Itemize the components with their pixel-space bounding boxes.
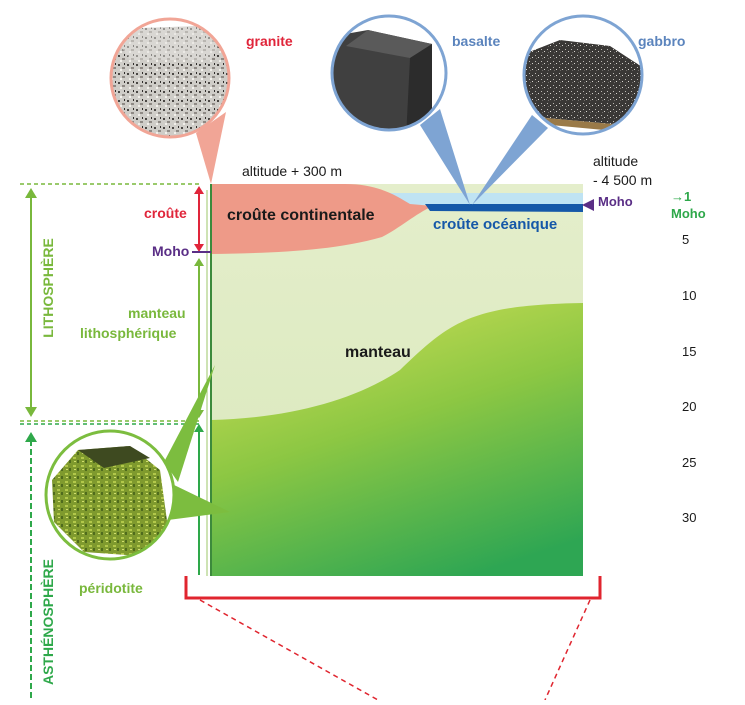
- depth-tick-20: 20: [682, 399, 696, 414]
- depth-tick-15: 15: [682, 344, 696, 359]
- crust-label-left: croûte: [144, 205, 187, 221]
- depth-tick-30: 30: [682, 510, 696, 525]
- depth-tick-5: 5: [682, 232, 689, 247]
- depth-tick-25: 25: [682, 455, 696, 470]
- ocean-altitude-label-line2: - 4 500 m: [593, 172, 652, 188]
- depth-top-marker: →1: [671, 189, 691, 204]
- depth-moho-label: Moho: [671, 206, 706, 221]
- basalt-label: basalte: [452, 33, 500, 49]
- moho-pointer-right: [582, 199, 594, 211]
- cross-section: [206, 184, 583, 576]
- gabbro-callout: [472, 14, 644, 205]
- lithospheric-mantle-label-line1: manteau: [128, 305, 186, 321]
- basalt-pointer: [420, 109, 470, 205]
- granite-pointer: [196, 112, 226, 184]
- granite-callout: [109, 17, 231, 184]
- peridotite-pointer-lower: [168, 484, 230, 520]
- ocean-altitude-label-line1: altitude: [593, 153, 638, 169]
- continental-crust-layer: [211, 184, 433, 254]
- moho-label-left: Moho: [152, 243, 189, 259]
- continental-crust-label: croûte continentale: [227, 207, 375, 224]
- peridotite-pointer-upper: [164, 365, 215, 482]
- oceanic-crust-layer: [425, 204, 583, 212]
- zoom-bracket: [184, 576, 602, 701]
- moho-label-right: Moho: [598, 194, 633, 209]
- ocean-layer: [390, 193, 583, 205]
- basalt-rock-image: [332, 30, 432, 130]
- basalt-callout: [330, 14, 470, 205]
- granite-label: granite: [246, 33, 293, 49]
- peridotite-callout: [44, 365, 230, 561]
- gabbro-pointer: [472, 115, 548, 205]
- continent-altitude-label: altitude + 300 m: [242, 163, 342, 179]
- asthenosphere-label: ASTHÉNOSPHÈRE: [40, 559, 56, 685]
- mantle-label: manteau: [345, 344, 411, 361]
- granite-rock-image: [111, 26, 229, 137]
- gabbro-label: gabbro: [638, 33, 685, 49]
- lithospheric-mantle-label-line2: lithosphérique: [80, 325, 177, 341]
- oceanic-crust-label: croûte océanique: [433, 216, 557, 233]
- lithosphere-bracket: [20, 183, 200, 425]
- lithosphere-label: LITHOSPHÈRE: [40, 238, 56, 338]
- asthenosphere-layer: [211, 303, 583, 576]
- depth-tick-10: 10: [682, 288, 696, 303]
- peridotite-label: péridotite: [79, 580, 143, 596]
- crust-thickness-arrow: [194, 186, 204, 252]
